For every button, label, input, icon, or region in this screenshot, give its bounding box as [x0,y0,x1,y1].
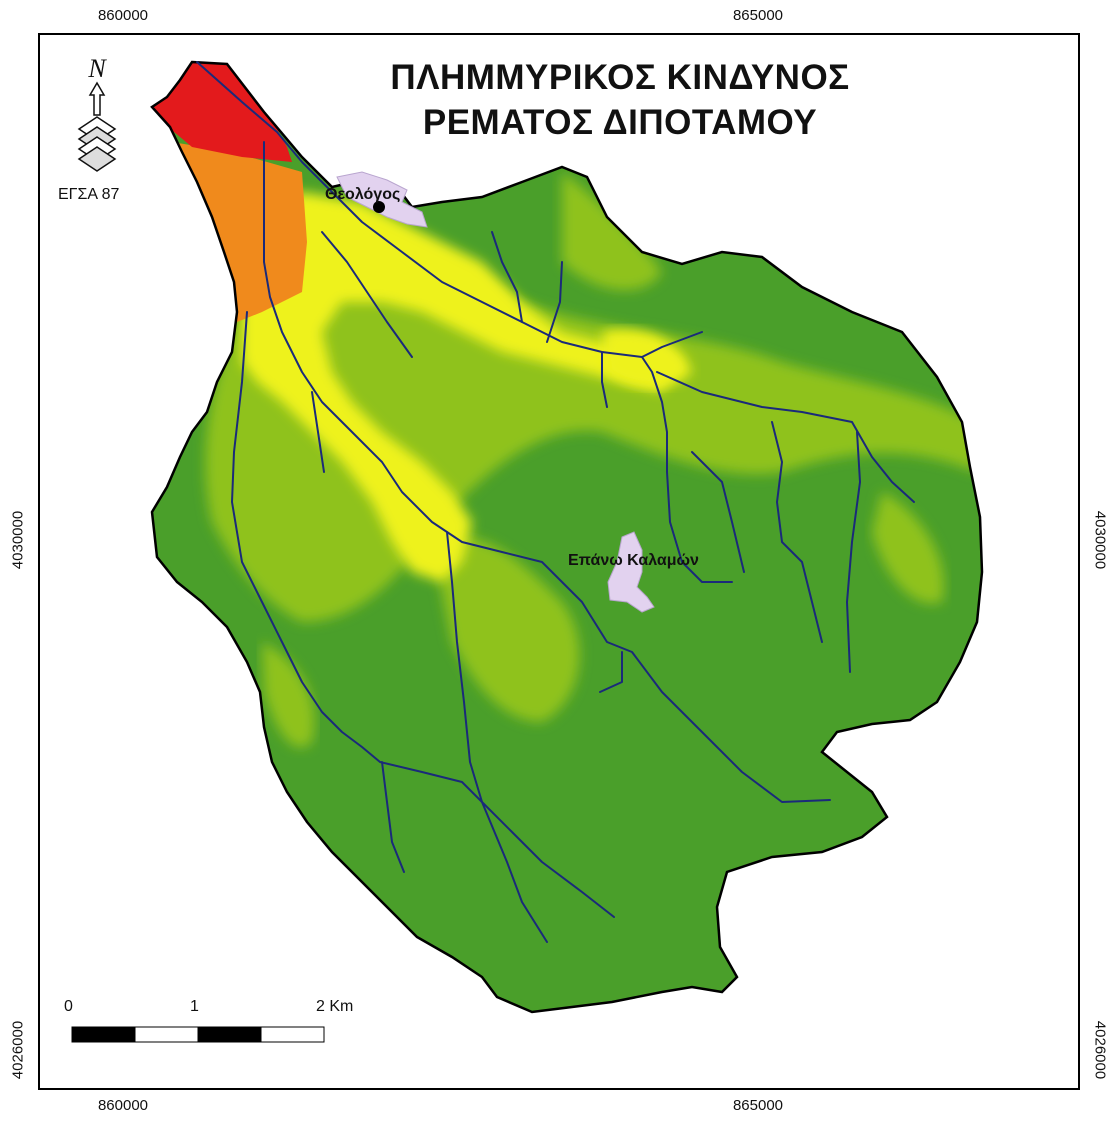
scale-label-1: 1 [190,998,199,1015]
stream-west-branch-b [311,391,325,473]
map-title-line1: ΠΛΗΜΜΥΡΙΚΟΣ ΚΙΝΔΥΝΟΣ [390,58,850,97]
north-arrow-letter: N [87,54,107,83]
place-label-epano-kalamon: Επάνω Καλαμών [568,552,699,569]
grid-label-right-4026000: 4026000 [1091,1020,1109,1080]
main-stream-north [196,61,703,358]
flood-risk-map: N [71,54,984,1043]
stream-east-d [846,431,861,673]
risk-very-high-zone [152,62,292,162]
grid-label-top-865000: 865000 [732,7,784,24]
stream-north-branch-a [491,231,523,323]
stream-west-branch [381,761,405,873]
grid-label-right-4030000: 4030000 [1091,510,1109,570]
north-arrow-icon: N [77,54,117,172]
scale-label-0: 0 [64,998,73,1015]
scale-label-2km: 2 Km [316,998,354,1015]
crs-label: ΕΓΣΑ 87 [58,186,120,203]
map-title-line2: ΡΕΜΑΤΟΣ ΔΙΠΟΤΑΜΟΥ [422,103,818,142]
stream-north-branch-b [546,261,563,343]
grid-label-top-860000: 860000 [97,7,149,24]
risk-zones [152,62,982,1012]
place-label-theologos: Θεολόγος [325,186,401,203]
stream-north-branch-c [601,351,608,408]
settlement-epano-kalamon-area [607,531,655,613]
stream-north-branch-d [321,231,413,358]
grid-label-left-4030000: 4030000 [9,510,27,570]
stream-west [231,311,615,918]
stream-east-e [691,451,745,573]
theologos-point-marker [373,201,385,213]
risk-high-zone [172,142,307,322]
scale-bar [71,1026,325,1043]
stream-south-branch [599,651,623,693]
grid-label-left-4026000: 4026000 [9,1020,27,1080]
settlement-theologos-area [336,171,428,228]
map-frame: N [38,33,1080,1090]
stream-south [446,531,548,943]
stream-east-c [771,421,823,643]
grid-label-bottom-865000: 865000 [732,1097,784,1114]
stream-east-b [656,371,915,503]
stream-network [196,61,915,943]
stream-east-a [641,356,733,583]
grid-label-bottom-860000: 860000 [97,1097,149,1114]
